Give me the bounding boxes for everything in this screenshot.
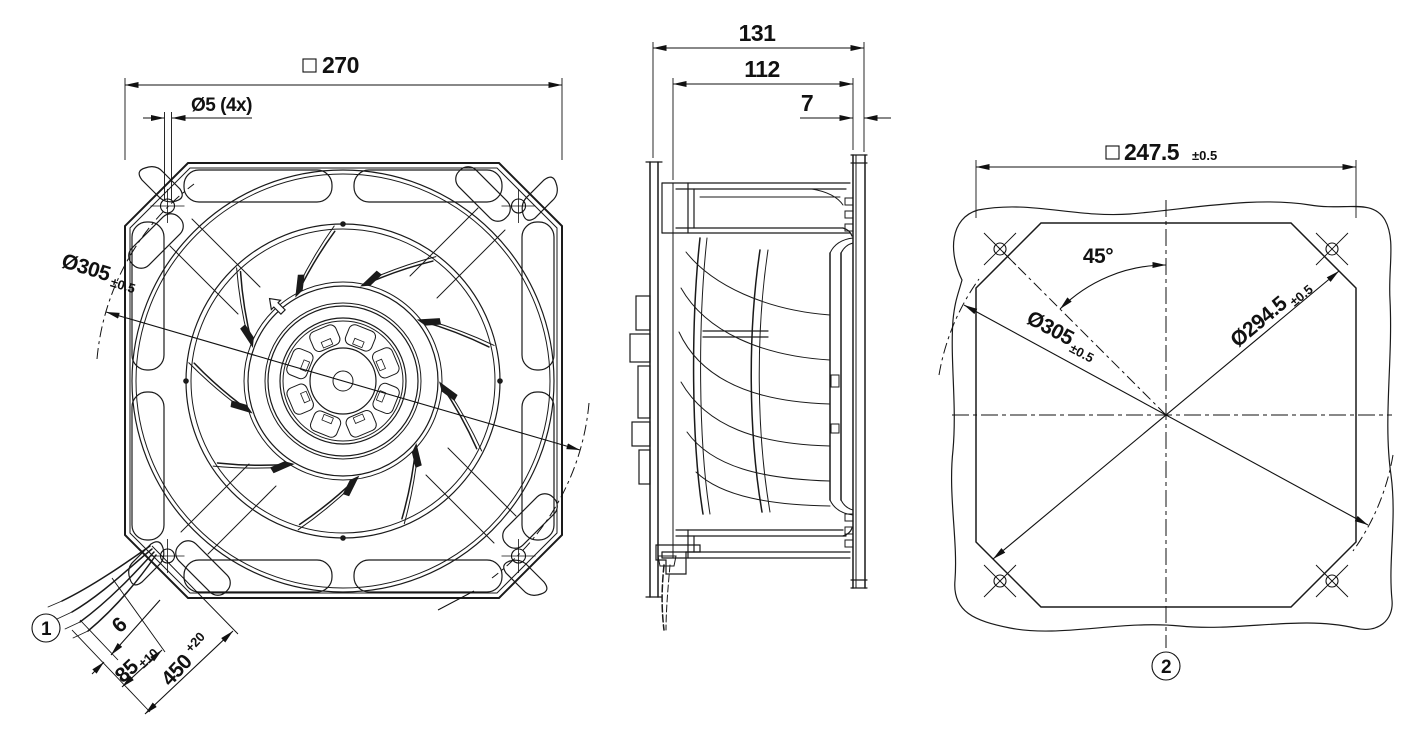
dim-angle: 45° <box>1059 245 1167 310</box>
dim-depth-housing: 112 <box>672 56 854 180</box>
dim-angle-value: 45° <box>1083 245 1113 268</box>
dim-impeller-diameter: Ø305 ±0.5 <box>59 183 590 611</box>
dim-cable-length: 450 <box>157 650 197 690</box>
dim-lead-length-tol: ±10 <box>135 645 161 671</box>
dim-front-square-value: 270 <box>322 52 359 78</box>
dim-impeller-diameter-value: Ø305 <box>59 250 114 287</box>
mounting-view: 247.5 ±0.5 45° Ø305 ±0.5 Ø294.5 ±0.5 <box>938 139 1394 681</box>
scroll-profile <box>678 237 831 515</box>
square-symbol-icon <box>302 58 317 73</box>
dim-strip-length: 6 <box>108 613 132 637</box>
dim-hole-diameter-value: Ø5 (4x) <box>191 95 252 116</box>
balloon-1-label: 1 <box>41 619 52 640</box>
rotation-direction-arrow-icon <box>268 297 286 315</box>
spacer-ribs <box>844 197 854 548</box>
dim-flange-thickness-value: 7 <box>801 90 813 116</box>
front-view: 270 Ø5 (4x) Ø305 ±0.5 <box>31 52 590 715</box>
dim-cutout-square-tol: ±0.5 <box>1192 148 1217 163</box>
balloon-2: 2 <box>1151 651 1181 681</box>
motor-terminal-stack <box>629 295 651 485</box>
dim-cutout-square: 247.5 ±0.5 <box>975 139 1357 218</box>
bottom-bracket <box>655 544 701 575</box>
side-cable <box>657 555 677 631</box>
dim-front-square: 270 <box>124 52 563 160</box>
panel-outline <box>951 201 1394 632</box>
balloon-1: 1 <box>31 613 61 643</box>
lead-wires <box>47 545 157 639</box>
intake-wall <box>645 161 663 598</box>
dim-cable-length-tol: +20 <box>182 629 208 655</box>
dim-hole-diameter: Ø5 (4x) <box>143 95 253 200</box>
dim-cutout-square-value: 247.5 <box>1124 139 1180 165</box>
dim-bolt-circle-value: Ø294.5 <box>1226 292 1292 352</box>
dim-flange-thickness: 7 <box>800 90 891 121</box>
dim-clearance-diameter-value: Ø305 <box>1023 307 1078 351</box>
dim-cable-group: 6 85 ±10 450 +20 <box>71 545 239 715</box>
square-symbol-icon <box>1105 145 1120 160</box>
side-view: 131 112 7 <box>629 20 891 631</box>
balloon-2-label: 2 <box>1161 657 1171 678</box>
dim-depth-total-value: 131 <box>739 20 777 46</box>
mounting-plate <box>844 154 868 589</box>
screw-positions <box>983 232 1349 598</box>
diagonal-reference-line <box>993 242 1167 416</box>
mounting-holes <box>150 189 536 573</box>
dim-impeller-diameter-tol: ±0.5 <box>109 275 138 297</box>
dim-depth-housing-value: 112 <box>744 56 780 82</box>
rear-wall <box>829 237 854 516</box>
dim-depth-total: 131 <box>652 20 865 158</box>
top-flange <box>661 182 853 237</box>
dim-clearance-diameter-tol: ±0.5 <box>1067 340 1096 365</box>
bottom-flange <box>661 527 853 559</box>
dim-bolt-circle-tol: ±0.5 <box>1287 282 1316 310</box>
